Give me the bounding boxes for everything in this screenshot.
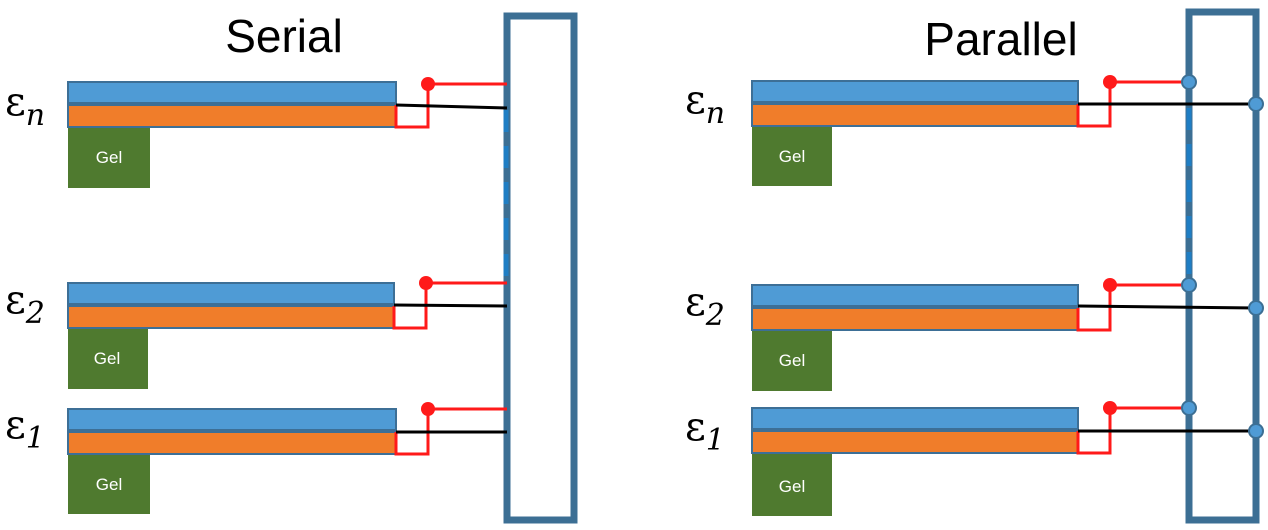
parallel-panel: εn Gel ε2 Gel ε1 Ge <box>685 8 1264 524</box>
orange-layer <box>67 104 397 128</box>
parallel-cell-2: ε2 Gel <box>685 277 1264 391</box>
epsilon-label: ε1 <box>685 404 725 458</box>
orange-layer <box>751 430 1079 454</box>
blue-layer <box>67 408 397 431</box>
blue-layer <box>751 284 1079 307</box>
epsilon-label: εn <box>685 77 725 131</box>
serial-cell-n: εn Gel <box>5 77 508 188</box>
red-wire <box>1076 283 1189 332</box>
red-node <box>1103 75 1117 89</box>
serial-cell-1: ε1 Gel <box>5 402 507 514</box>
gel-block <box>752 454 832 516</box>
parallel-frame <box>1185 8 1260 524</box>
red-node <box>419 276 433 290</box>
bus-node <box>1181 400 1197 416</box>
orange-layer <box>751 103 1079 127</box>
gel-block <box>68 126 150 188</box>
blue-layer <box>751 407 1079 430</box>
black-wire <box>1077 304 1257 310</box>
bus-node <box>1181 277 1197 293</box>
red-wire <box>1076 406 1189 455</box>
gel-label: Gel <box>96 475 122 494</box>
red-wire <box>392 281 507 330</box>
epsilon-label: ε2 <box>685 279 725 333</box>
bus-node <box>1181 74 1197 90</box>
epsilon-label: ε1 <box>5 402 45 456</box>
gel-label: Gel <box>779 351 805 370</box>
serial-frame <box>503 12 578 524</box>
parallel-cell-1: ε1 Gel <box>685 400 1264 516</box>
gel-block <box>752 328 832 391</box>
gel-label: Gel <box>94 349 120 368</box>
gel-label: Gel <box>779 477 805 496</box>
orange-layer <box>67 305 395 329</box>
serial-title: Serial <box>225 10 343 62</box>
gel-block <box>752 124 832 186</box>
gel-label: Gel <box>779 147 805 166</box>
orange-layer <box>751 307 1079 331</box>
bus-node <box>1248 96 1264 112</box>
gel-label: Gel <box>96 148 122 167</box>
blue-layer <box>67 282 395 305</box>
gel-block <box>68 326 148 389</box>
red-node <box>421 402 435 416</box>
parallel-title: Parallel <box>924 13 1077 65</box>
red-node <box>421 77 435 91</box>
epsilon-label: ε2 <box>5 277 45 331</box>
blue-layer <box>751 80 1079 103</box>
serial-panel: εn Gel ε2 Gel ε1 Gel <box>5 12 578 524</box>
epsilon-label: εn <box>5 79 45 133</box>
red-node <box>1103 401 1117 415</box>
serial-cell-2: ε2 Gel <box>5 276 508 389</box>
red-wire <box>1076 80 1189 128</box>
black-wire <box>395 103 508 110</box>
parallel-cell-n: εn Gel <box>685 74 1264 186</box>
red-node <box>1103 278 1117 292</box>
bus-node <box>1248 423 1264 439</box>
gel-block <box>68 452 150 514</box>
black-wire <box>393 303 508 308</box>
red-wire <box>394 82 507 129</box>
orange-layer <box>67 431 397 455</box>
red-wire <box>394 407 507 456</box>
bus-node <box>1248 300 1264 316</box>
blue-layer <box>67 81 397 104</box>
